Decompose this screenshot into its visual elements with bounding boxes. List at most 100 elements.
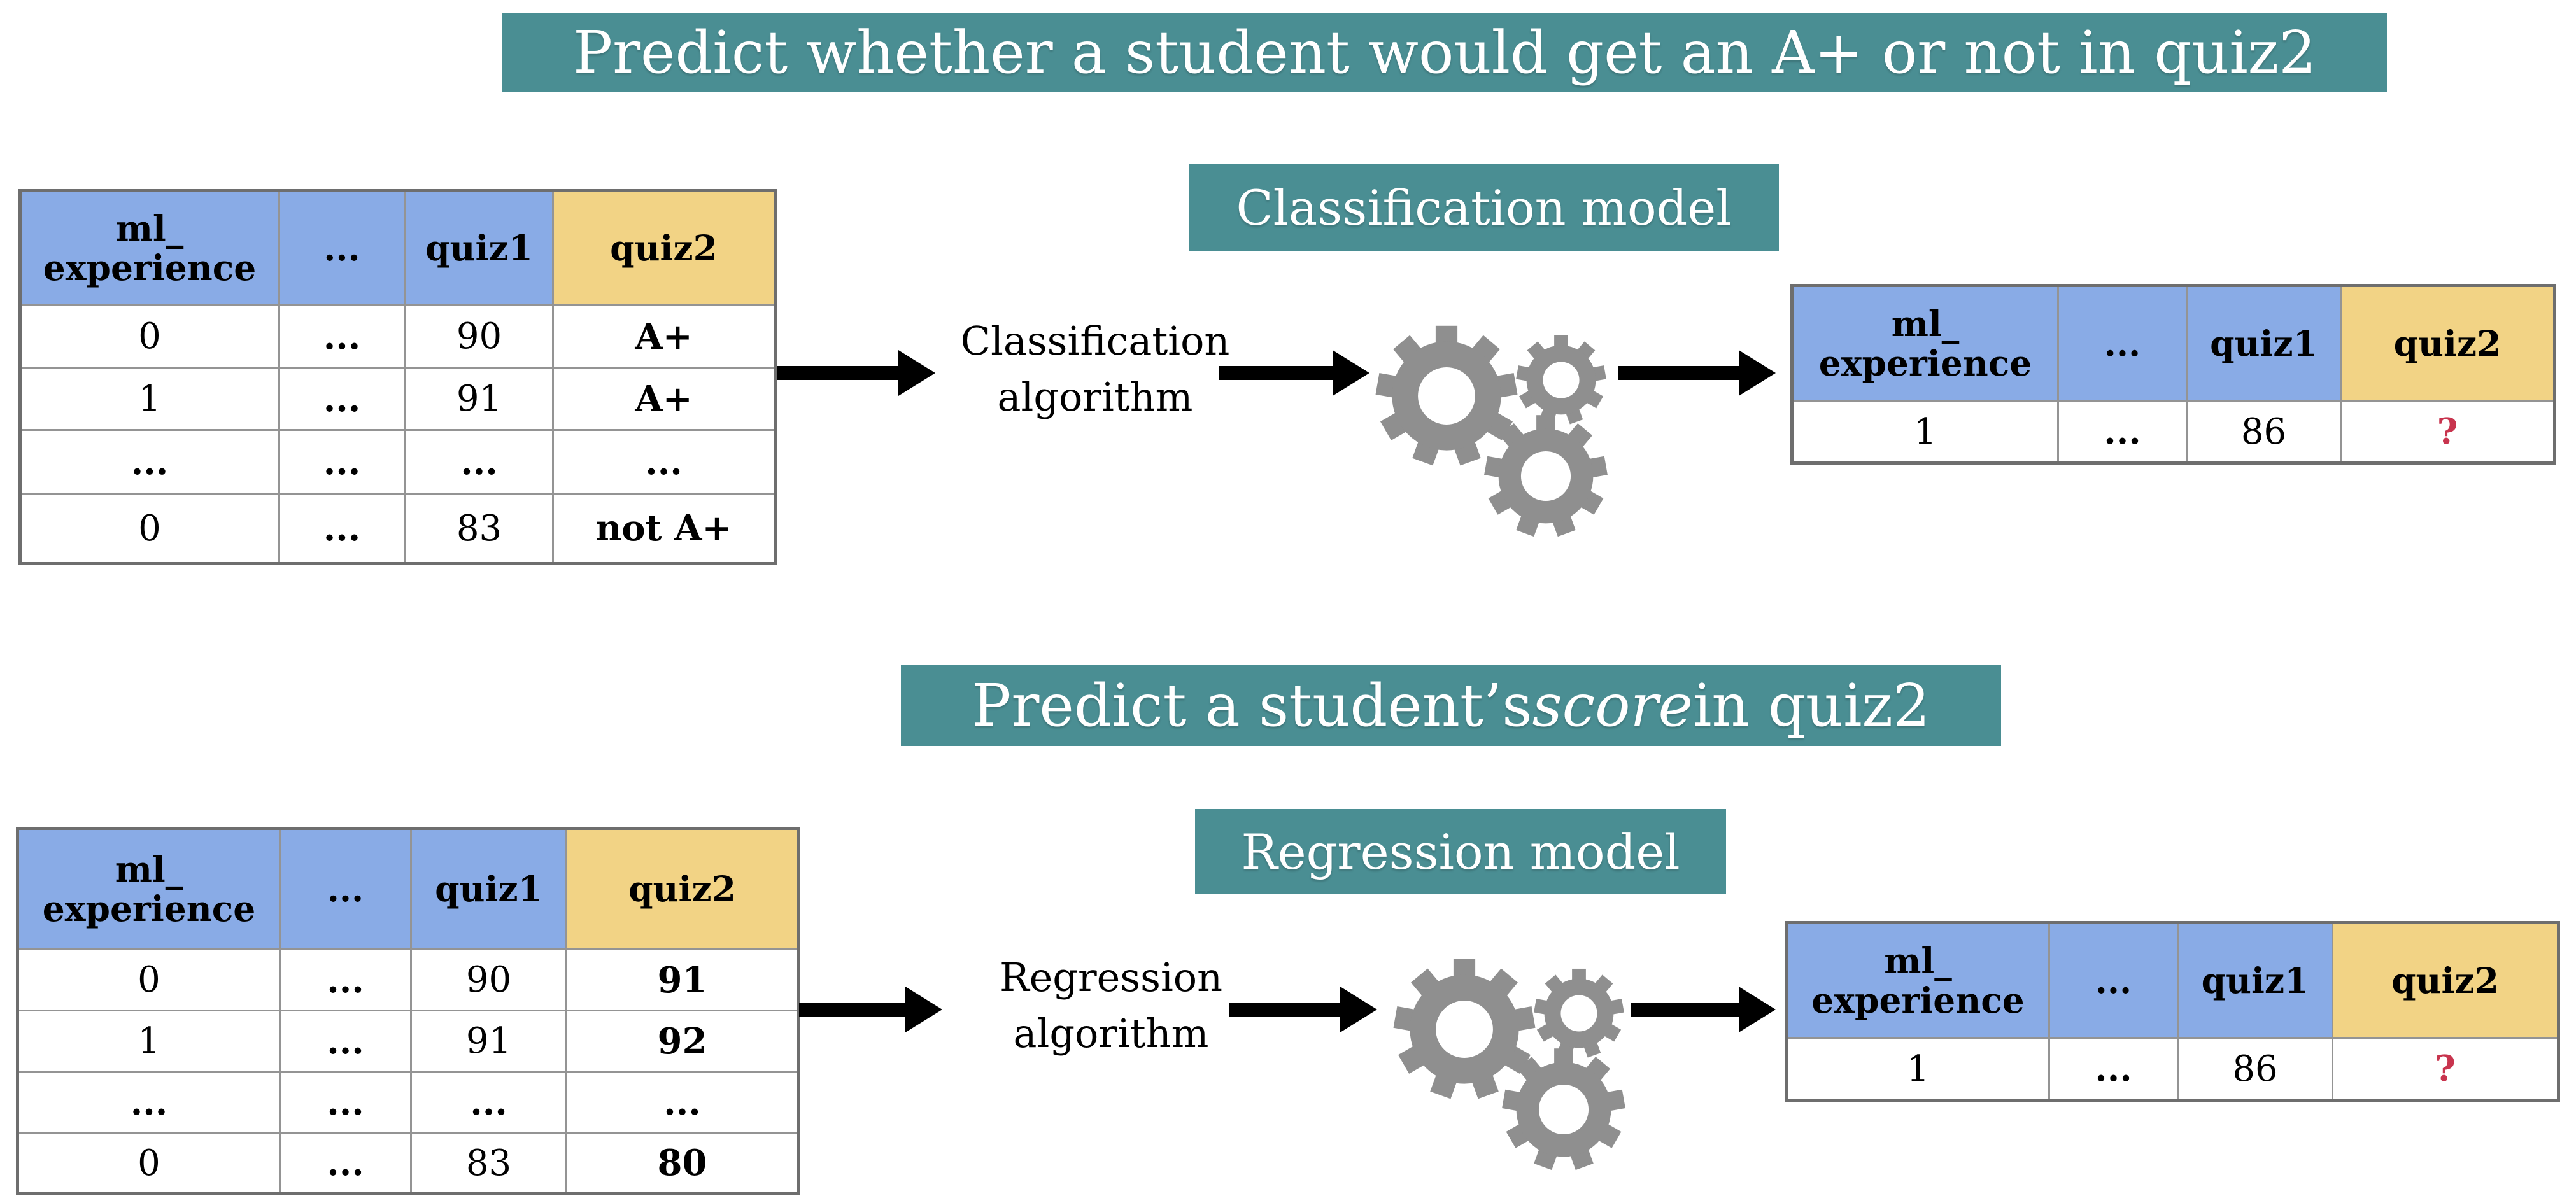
- classification-algorithm-label: Classification algorithm: [923, 313, 1267, 425]
- table-cell: ...: [19, 429, 280, 495]
- header-quiz1: quiz1: [2186, 285, 2342, 402]
- top-title-text: Predict whether a student would get an A…: [573, 18, 2316, 87]
- table-cell: ...: [279, 1132, 412, 1195]
- classification-prediction-table: ml_ experience ... quiz1 quiz2 1 ... 86 …: [1790, 284, 2556, 465]
- table-cell: ...: [17, 1071, 281, 1134]
- table-header-row: ml_ experience ... quiz1 quiz2: [1785, 922, 2559, 1039]
- table-row: 0 ... 83 80: [17, 1132, 800, 1195]
- table-cell: 86: [2177, 1037, 2333, 1101]
- bottom-title-suffix: in quiz2: [1693, 672, 1930, 740]
- table-row: 0 ... 83 not A+: [19, 493, 776, 565]
- algorithm-label-line: Regression: [999, 954, 1223, 1001]
- table-header-row: ml_ experience ... quiz1 quiz2: [19, 190, 776, 306]
- algorithm-label-line: Classification: [960, 318, 1230, 364]
- table-header-row: ml_ experience ... quiz1 quiz2: [17, 827, 800, 950]
- bottom-title-italic: score: [1532, 672, 1693, 740]
- header-quiz1: quiz1: [404, 190, 554, 306]
- table-cell: ...: [278, 429, 406, 495]
- header-line: experience: [43, 247, 257, 288]
- table-cell: ...: [565, 1071, 800, 1134]
- table-cell: 92: [565, 1010, 800, 1073]
- table-cell: 1: [1785, 1037, 2050, 1101]
- table-cell: 86: [2186, 400, 2342, 464]
- header-ellipsis: ...: [2048, 922, 2179, 1039]
- table-cell: ...: [278, 304, 406, 369]
- header-ml-experience: ml_ experience: [1791, 285, 2059, 402]
- arrow-head: [1333, 350, 1369, 396]
- header-quiz2: quiz2: [565, 827, 800, 950]
- classification-model-banner: Classification model: [1189, 164, 1779, 251]
- table-cell: ...: [404, 429, 554, 495]
- header-ellipsis: ...: [278, 190, 406, 306]
- header-line: ml_: [1891, 302, 1960, 344]
- regression-algorithm-label: Regression algorithm: [939, 950, 1283, 1062]
- algorithm-label-line: algorithm: [1013, 1010, 1209, 1057]
- flow-arrow-icon: [799, 987, 942, 1032]
- arrow-bar: [1631, 1002, 1739, 1017]
- table-cell: ...: [279, 948, 412, 1011]
- table-cell: 91: [404, 367, 554, 431]
- bottom-title-banner: Predict a student’s score in quiz2: [901, 665, 2001, 746]
- header-quiz2: quiz2: [552, 190, 776, 306]
- top-title-banner: Predict whether a student would get an A…: [502, 13, 2387, 92]
- flow-arrow-icon: [1229, 987, 1377, 1032]
- table-cell: ...: [278, 367, 406, 431]
- header-line: experience: [1811, 979, 2025, 1021]
- table-cell: 91: [565, 948, 800, 1011]
- table-header-row: ml_ experience ... quiz1 quiz2: [1791, 285, 2556, 402]
- table-cell: ...: [278, 493, 406, 565]
- table-row: 1 ... 86 ?: [1791, 400, 2556, 464]
- header-line: experience: [42, 888, 256, 929]
- table-row: 0 ... 90 91: [17, 948, 800, 1011]
- table-cell: 1: [17, 1010, 281, 1073]
- header-ml-experience: ml_ experience: [19, 190, 280, 306]
- table-cell: 90: [404, 304, 554, 369]
- table-cell: ...: [279, 1010, 412, 1073]
- table-row: 1 ... 91 A+: [19, 367, 776, 431]
- flow-arrow-icon: [1631, 987, 1776, 1032]
- header-ellipsis: ...: [2057, 285, 2188, 402]
- table-cell: 83: [404, 493, 554, 565]
- table-row: ... ... ... ...: [19, 429, 776, 495]
- table-cell: 1: [19, 367, 280, 431]
- header-quiz1: quiz1: [410, 827, 567, 950]
- table-row: ... ... ... ...: [17, 1071, 800, 1134]
- table-cell: ...: [2057, 400, 2188, 464]
- table-cell: ...: [279, 1071, 412, 1134]
- regression-training-table: ml_ experience ... quiz1 quiz2 0 ... 90 …: [16, 827, 800, 1195]
- header-line: ml_: [115, 848, 183, 890]
- arrow-bar: [1219, 366, 1333, 380]
- arrow-bar: [777, 366, 898, 380]
- arrow-head: [905, 987, 942, 1032]
- table-cell: A+: [552, 367, 776, 431]
- table-cell: ...: [410, 1071, 567, 1134]
- arrow-head: [898, 350, 935, 396]
- arrow-bar: [1229, 1002, 1340, 1017]
- table-cell: A+: [552, 304, 776, 369]
- gears-icon: [1375, 325, 1608, 537]
- table-row: 0 ... 90 A+: [19, 304, 776, 369]
- table-cell: 0: [19, 304, 280, 369]
- table-cell: 0: [17, 1132, 281, 1195]
- header-ml-experience: ml_ experience: [1785, 922, 2050, 1039]
- arrow-bar: [1618, 366, 1739, 380]
- classification-training-table: ml_ experience ... quiz1 quiz2 0 ... 90 …: [18, 189, 777, 565]
- regression-model-text: Regression model: [1241, 823, 1680, 880]
- regression-prediction-table: ml_ experience ... quiz1 quiz2 1 ... 86 …: [1785, 921, 2560, 1102]
- header-ellipsis: ...: [279, 827, 412, 950]
- algorithm-label-line: algorithm: [997, 374, 1193, 420]
- table-cell: 80: [565, 1132, 800, 1195]
- table-cell: 0: [17, 948, 281, 1011]
- header-line: experience: [1818, 342, 2032, 384]
- arrow-head: [1739, 350, 1776, 396]
- arrow-bar: [799, 1002, 905, 1017]
- table-row: 1 ... 91 92: [17, 1010, 800, 1073]
- flow-arrow-icon: [1618, 350, 1776, 396]
- table-cell: not A+: [552, 493, 776, 565]
- unknown-value-cell: ?: [2332, 1037, 2559, 1101]
- arrow-head: [1340, 987, 1377, 1032]
- bottom-title-prefix: Predict a student’s: [972, 672, 1532, 740]
- unknown-value-cell: ?: [2340, 400, 2556, 464]
- table-cell: 1: [1791, 400, 2059, 464]
